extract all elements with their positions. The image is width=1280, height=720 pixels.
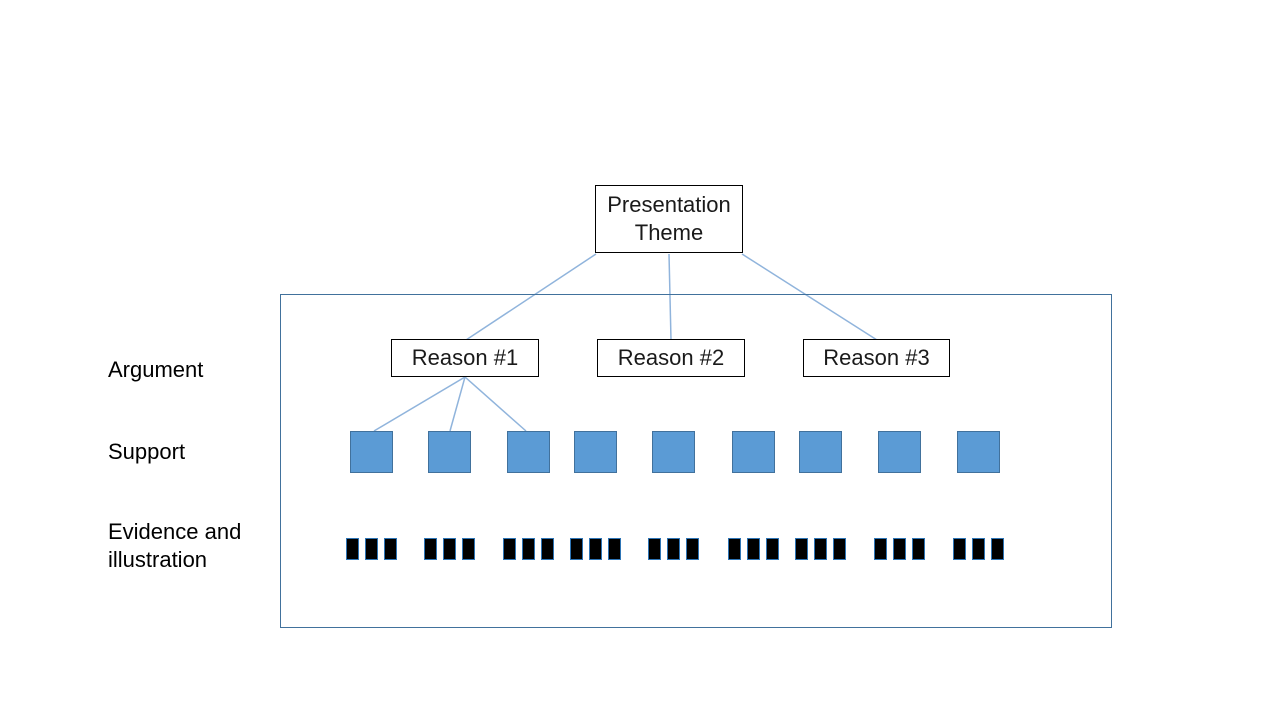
support-square-4 (574, 431, 617, 473)
reason-box-3: Reason #3 (803, 339, 950, 377)
evidence-mark-3-1 (503, 538, 516, 560)
evidence-mark-8-1 (874, 538, 887, 560)
evidence-mark-2-2 (443, 538, 456, 560)
row-label-support: Support (108, 439, 186, 464)
support-square-7 (799, 431, 842, 473)
reason-box-1: Reason #1 (391, 339, 539, 377)
evidence-mark-1-1 (346, 538, 359, 560)
evidence-mark-7-1 (795, 538, 808, 560)
evidence-mark-5-3 (686, 538, 699, 560)
support-square-1 (350, 431, 393, 473)
evidence-mark-5-1 (648, 538, 661, 560)
evidence-mark-2-1 (424, 538, 437, 560)
evidence-mark-9-2 (972, 538, 985, 560)
evidence-mark-9-1 (953, 538, 966, 560)
reason-box-2: Reason #2 (597, 339, 745, 377)
support-square-5 (652, 431, 695, 473)
evidence-mark-6-1 (728, 538, 741, 560)
reason-box-2-label: Reason #2 (617, 345, 725, 370)
evidence-mark-4-3 (608, 538, 621, 560)
evidence-mark-1-3 (384, 538, 397, 560)
reason-box-1-label: Reason #1 (411, 345, 519, 370)
reason-box-3-label: Reason #3 (823, 345, 930, 370)
support-square-8 (878, 431, 921, 473)
evidence-mark-4-2 (589, 538, 602, 560)
diagram-frame (280, 294, 1112, 628)
evidence-mark-5-2 (667, 538, 680, 560)
support-square-9 (957, 431, 1000, 473)
evidence-mark-3-2 (522, 538, 535, 560)
support-square-2 (428, 431, 471, 473)
row-label-evidence: Evidence and illustration (108, 519, 242, 572)
support-square-6 (732, 431, 775, 473)
evidence-mark-8-2 (893, 538, 906, 560)
evidence-mark-7-3 (833, 538, 846, 560)
evidence-mark-9-3 (991, 538, 1004, 560)
evidence-mark-6-2 (747, 538, 760, 560)
evidence-mark-4-1 (570, 538, 583, 560)
row-label-argument: Argument (108, 357, 204, 382)
theme-box: Presentation Theme (595, 185, 743, 253)
evidence-mark-6-3 (766, 538, 779, 560)
support-square-3 (507, 431, 550, 473)
evidence-mark-2-3 (462, 538, 475, 560)
evidence-mark-8-3 (912, 538, 925, 560)
evidence-mark-3-3 (541, 538, 554, 560)
evidence-mark-7-2 (814, 538, 827, 560)
evidence-mark-1-2 (365, 538, 378, 560)
theme-box-label: Presentation Theme (607, 192, 731, 245)
